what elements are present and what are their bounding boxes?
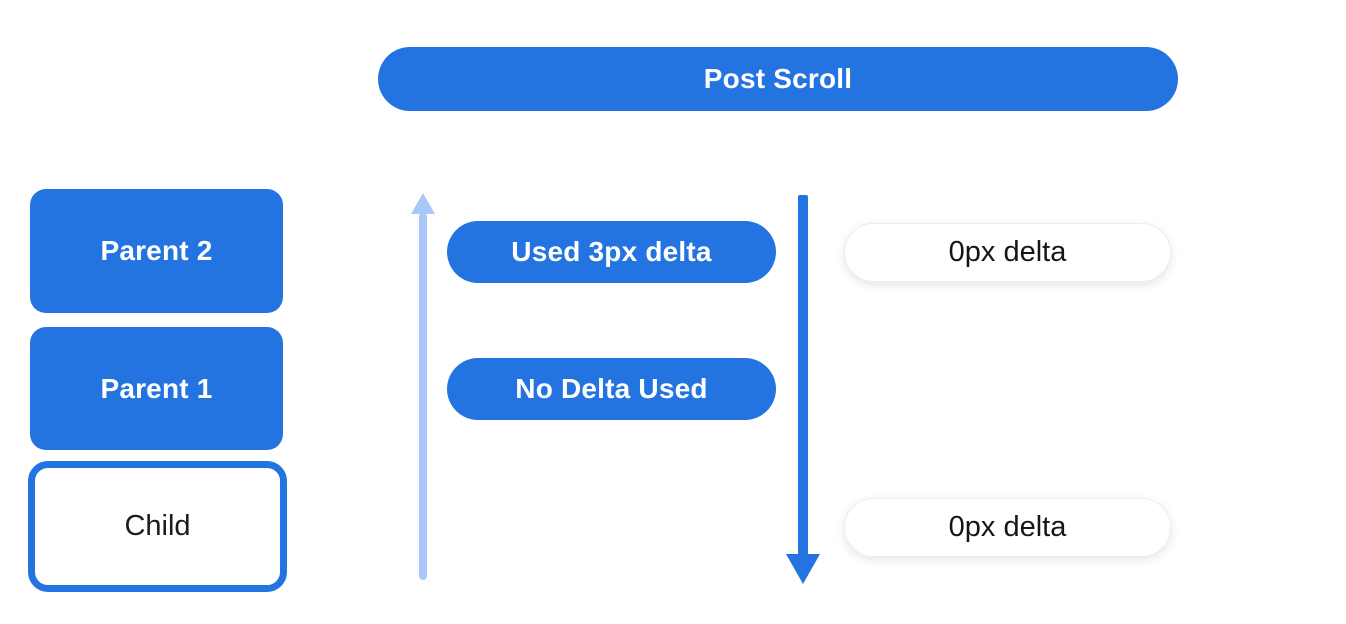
post-scroll-title-label: Post Scroll [703,63,853,94]
parent-2-label: Parent 2 [100,235,213,266]
up-arrow-head-icon [411,193,435,214]
up-arrow-shaft [419,213,427,580]
zero-delta-top-pill: 0px delta [844,223,1171,282]
down-arrow-shaft [798,195,808,555]
zero-delta-bottom-pill: 0px delta [844,498,1171,557]
parent-1-box: Parent 1 [30,327,283,450]
zero-delta-top-label: 0px delta [948,236,1067,268]
down-arrow-head-icon [786,554,820,584]
used-delta-pill: Used 3px delta [447,221,776,283]
no-delta-used-label: No Delta Used [515,373,708,404]
child-label: Child [124,510,191,542]
post-scroll-title-pill: Post Scroll [378,47,1178,111]
no-delta-used-pill: No Delta Used [447,358,776,420]
parent-2-box: Parent 2 [30,189,283,313]
zero-delta-bottom-label: 0px delta [948,511,1067,543]
parent-1-label: Parent 1 [100,372,213,404]
used-delta-label: Used 3px delta [511,236,712,267]
child-box: Child [28,461,287,592]
